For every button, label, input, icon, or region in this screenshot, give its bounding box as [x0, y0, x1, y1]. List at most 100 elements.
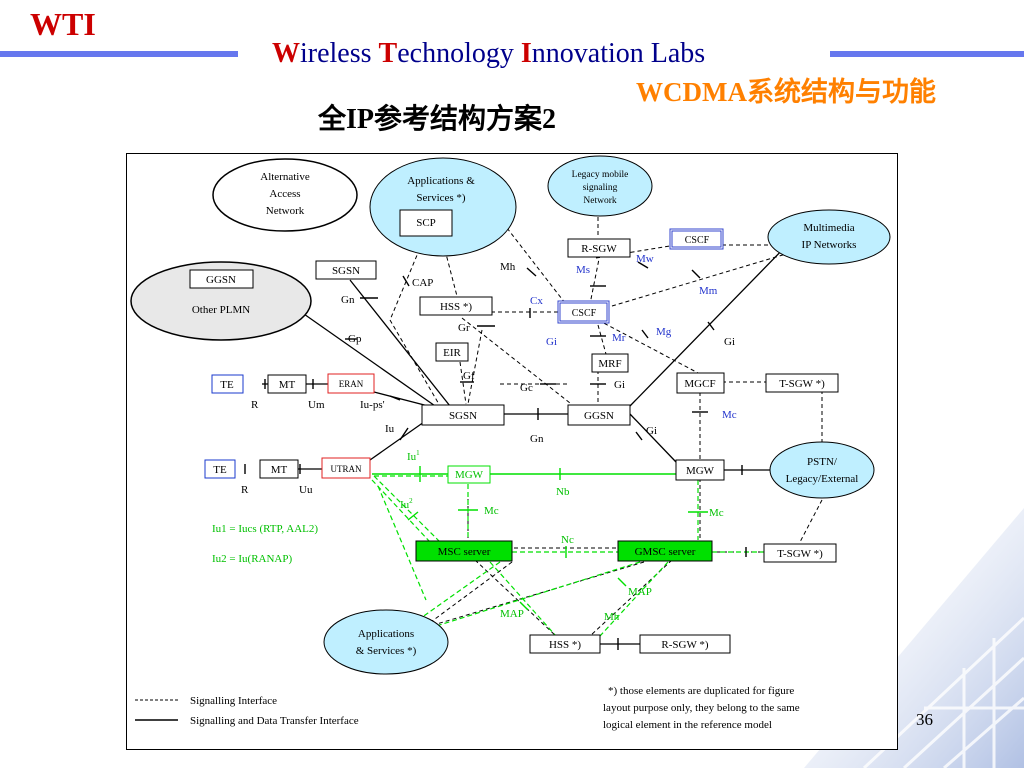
- header-rules: [0, 51, 1024, 57]
- lab-title: Wireless Technology Innovation Labs: [272, 38, 706, 69]
- label-r-2: R: [241, 484, 249, 496]
- svg-text:& Services *): & Services *): [356, 645, 417, 657]
- svg-text:HSS *): HSS *): [440, 301, 472, 313]
- svg-text:Network: Network: [266, 205, 305, 217]
- label-mh-2: Mh: [604, 611, 620, 623]
- label-nb: Nb: [556, 486, 570, 498]
- node-tsgw-2: T-SGW *): [763, 543, 837, 563]
- label-mc-1: Mc: [722, 409, 737, 421]
- signalling-data-solid-lines: [262, 241, 791, 645]
- footnote: *) those elements are duplicated for fig…: [603, 685, 800, 731]
- node-rsgw-top: R-SGW: [567, 238, 631, 258]
- svg-text:T-SGW *): T-SGW *): [777, 548, 823, 560]
- node-mgw-main: MGW: [675, 459, 725, 481]
- label-iu-1: Iu1: [407, 449, 420, 463]
- label-nc: Nc: [561, 534, 574, 546]
- node-other-plmn: Other PLMN: [130, 261, 312, 341]
- svg-text:IP Networks: IP Networks: [802, 239, 857, 251]
- node-te-1: TE: [211, 374, 244, 394]
- node-ggsn-other: GGSN: [189, 269, 254, 289]
- label-mh-1: Mh: [500, 261, 516, 273]
- iu-definitions: Iu1 = Iucs (RTP, AAL2) Iu2 = Iu(RANAP): [212, 523, 318, 565]
- svg-text:logical element in the referen: logical element in the reference model: [603, 719, 772, 731]
- svg-text:SGSN: SGSN: [332, 265, 360, 277]
- svg-text:GGSN: GGSN: [584, 410, 614, 422]
- svg-text:T-SGW *): T-SGW *): [779, 378, 825, 390]
- label-mm: Mm: [699, 285, 718, 297]
- green-interface-ticks: [407, 466, 708, 611]
- svg-text:Applications &: Applications &: [407, 175, 475, 187]
- label-iu-2: Iu2: [400, 497, 413, 511]
- diagram-panel: [126, 153, 898, 750]
- svg-text:layout purpose only, they belo: layout purpose only, they belong to the …: [603, 702, 800, 714]
- label-gr: Gr: [458, 322, 470, 334]
- label-map-2: MAP: [500, 608, 524, 620]
- label-cx: Cx: [530, 295, 543, 307]
- node-sgsn-top: SGSN: [315, 260, 377, 280]
- svg-text:MGCF: MGCF: [684, 378, 715, 390]
- node-cscf-mid: CSCF: [557, 300, 610, 324]
- svg-text:MT: MT: [279, 379, 296, 391]
- svg-text:Applications: Applications: [358, 628, 414, 640]
- svg-text:GMSC server: GMSC server: [635, 546, 696, 558]
- svg-text:MT: MT: [271, 464, 288, 476]
- label-r-1: R: [251, 399, 259, 411]
- svg-text:Access: Access: [269, 188, 300, 200]
- svg-text:CSCF: CSCF: [685, 235, 710, 246]
- svg-text:EIR: EIR: [443, 347, 461, 359]
- legend-signalling: Signalling Interface: [190, 695, 277, 707]
- node-eir: EIR: [435, 342, 469, 362]
- label-gi-3: Gi: [614, 379, 625, 391]
- interface-ticks: [244, 261, 747, 650]
- label-gi-1: Gi: [546, 336, 557, 348]
- svg-text:Other PLMN: Other PLMN: [192, 304, 250, 316]
- label-mc-3: Mc: [709, 507, 724, 519]
- label-gc: Gc: [520, 382, 533, 394]
- svg-text:ERAN: ERAN: [339, 379, 364, 389]
- svg-text:R-SGW: R-SGW: [581, 243, 617, 255]
- page-number: 36: [916, 710, 933, 729]
- svg-text:SCP: SCP: [416, 217, 436, 229]
- svg-text:UTRAN: UTRAN: [331, 464, 362, 474]
- signalling-dashed-lines: [389, 210, 823, 645]
- svg-text:R-SGW *): R-SGW *): [661, 639, 708, 651]
- label-mg: Mg: [656, 326, 672, 338]
- label-cap: CAP: [412, 277, 433, 289]
- node-mrf: MRF: [591, 353, 629, 373]
- svg-text:Alternative: Alternative: [260, 171, 310, 183]
- node-ggsn-main: GGSN: [567, 404, 631, 426]
- svg-text:CSCF: CSCF: [572, 308, 597, 319]
- label-gi-2: Gi: [724, 336, 735, 348]
- node-cscf-top: CSCF: [669, 228, 724, 250]
- node-pstn-legacy: PSTN/ Legacy/External: [769, 441, 875, 499]
- node-multimedia-ip: Multimedia IP Networks: [767, 209, 891, 265]
- node-mgcf: MGCF: [676, 372, 725, 394]
- node-rsgw-bottom: R-SGW *): [639, 634, 731, 654]
- iu2-definition: Iu2 = Iu(RANAP): [212, 553, 292, 565]
- node-alternative-access: Alternative Access Network: [212, 158, 358, 232]
- label-gn-1: Gn: [341, 294, 355, 306]
- svg-text:Multimedia: Multimedia: [803, 222, 854, 234]
- svg-text:TE: TE: [213, 464, 227, 476]
- node-hss-bottom: HSS *): [529, 634, 601, 654]
- node-mt-1: MT: [267, 374, 307, 394]
- node-mt-2: MT: [259, 459, 299, 479]
- node-utran: UTRAN: [321, 457, 371, 479]
- node-sgsn-main: SGSN: [421, 404, 505, 426]
- node-te-2: TE: [204, 459, 236, 479]
- label-iu-ps: Iu-ps': [360, 399, 385, 411]
- label-gf: Gf: [463, 370, 475, 382]
- node-applications-services-bottom: Applications & Services *): [323, 609, 449, 675]
- svg-text:MSC server: MSC server: [438, 546, 491, 558]
- svg-text:PSTN/: PSTN/: [807, 456, 838, 468]
- label-mw: Mw: [636, 253, 654, 265]
- label-uu: Uu: [299, 484, 313, 496]
- svg-text:Services *): Services *): [416, 192, 466, 204]
- svg-text:signaling: signaling: [583, 183, 618, 193]
- iu1-definition: Iu1 = Iucs (RTP, AAL2): [212, 523, 318, 535]
- node-hss-top: HSS *): [419, 296, 493, 316]
- svg-text:Network: Network: [583, 196, 616, 206]
- node-mgw-green: MGW: [447, 465, 491, 484]
- label-map-1: MAP: [628, 586, 652, 598]
- interface-labels: CAP Gn Gp Mh Ms Mw Mm Cx Gr Gi Mr Mg Gi …: [241, 253, 737, 623]
